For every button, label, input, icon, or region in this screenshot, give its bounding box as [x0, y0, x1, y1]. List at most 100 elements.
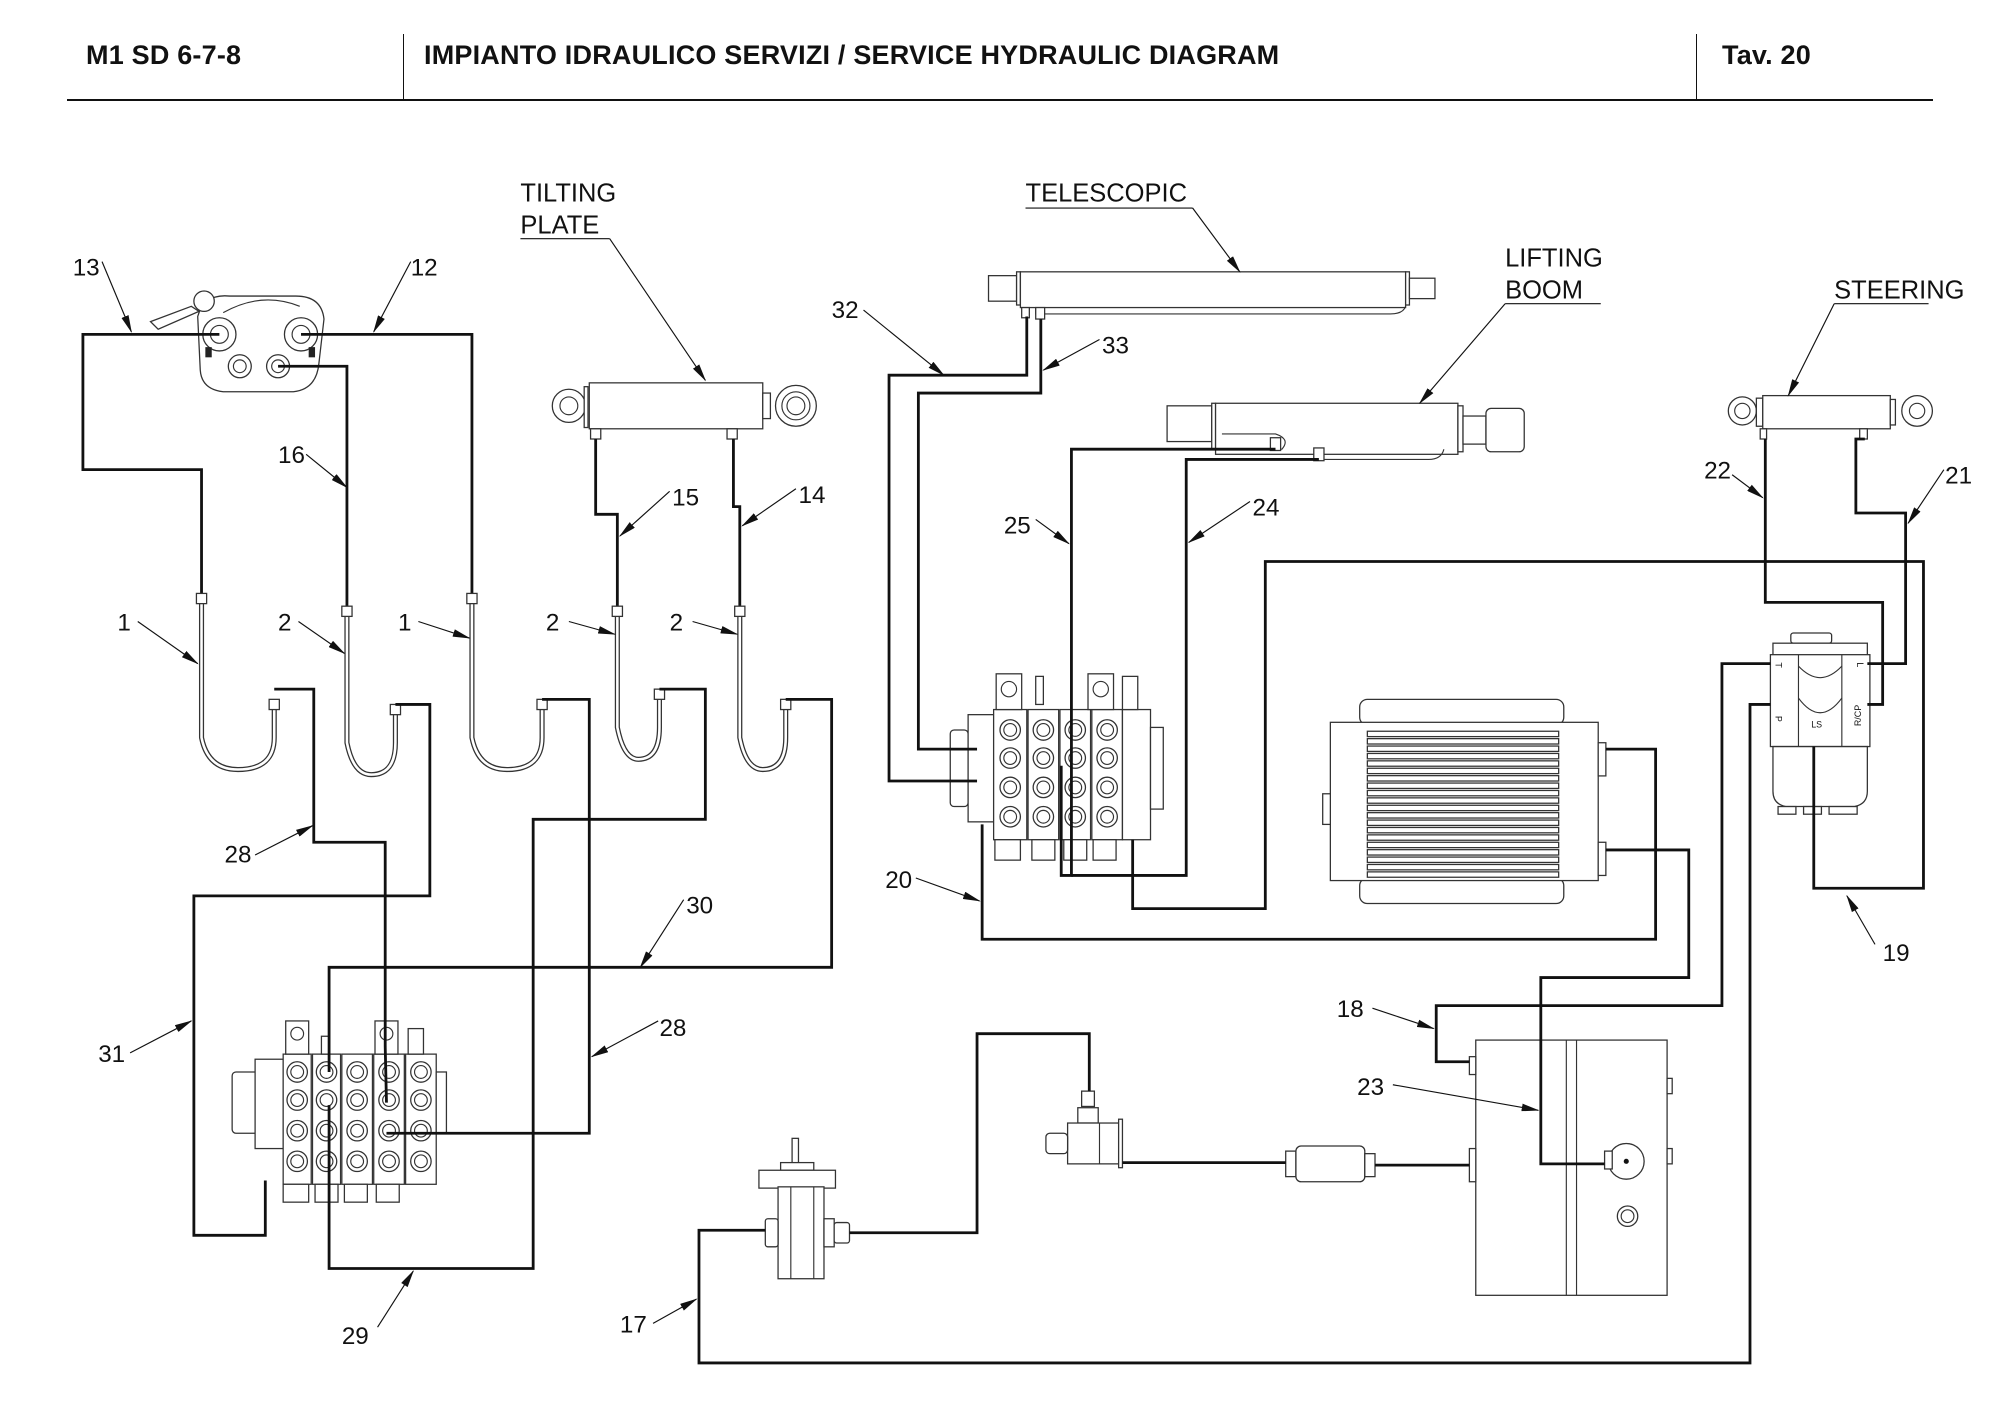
label-lifting-2: BOOM	[1505, 277, 1583, 305]
page-title: IMPIANTO IDRAULICO SERVIZI / SERVICE HYD…	[424, 40, 1280, 70]
component-labels: TILTING PLATE TELESCOPIC LIFTING BOOM ST…	[520, 180, 1965, 405]
cooler-fin	[1366, 767, 1560, 775]
leader-arrow	[298, 621, 346, 655]
leader-arrow	[639, 899, 685, 969]
valve-port	[1064, 747, 1087, 769]
leader-arrow	[568, 620, 617, 635]
valve-port	[1096, 719, 1118, 741]
valve-port	[286, 1119, 309, 1142]
valve-port	[286, 1061, 309, 1083]
valve-port	[1096, 776, 1118, 799]
hydraulic-tank	[1468, 1039, 1673, 1296]
valve-port	[378, 1089, 400, 1111]
valve-port	[378, 1119, 400, 1142]
leader-arrow	[101, 261, 132, 333]
cooler-fin	[1366, 826, 1560, 834]
callout-18: 18	[1337, 996, 1364, 1023]
hose-29	[327, 687, 707, 1270]
leader-arrow	[254, 825, 314, 856]
hose-33	[916, 319, 1043, 751]
callout-28a: 28	[224, 842, 251, 869]
callout-12: 12	[411, 255, 438, 282]
hose-32	[887, 316, 1029, 783]
leader-arrow	[1042, 338, 1100, 371]
valve-port	[315, 1150, 338, 1173]
callout-21: 21	[1945, 463, 1972, 490]
callout-13: 13	[73, 255, 100, 282]
callout-32: 32	[832, 297, 859, 324]
callout-2b: 2	[546, 609, 559, 636]
leader-arrow	[618, 490, 671, 537]
valve-port	[346, 1061, 368, 1083]
lifting-boom-cylinder	[1166, 402, 1525, 462]
steering-cylinder	[1727, 394, 1934, 440]
callout-24: 24	[1253, 495, 1280, 522]
leader-arrow	[418, 620, 471, 639]
valve-port	[410, 1061, 432, 1083]
leader-arrow	[741, 488, 797, 527]
rigid-tube	[198, 593, 277, 773]
valve-port	[1032, 747, 1055, 769]
callout-19: 19	[1883, 940, 1910, 967]
cooler-fin	[1366, 834, 1560, 841]
header-divider-left	[403, 34, 404, 100]
hose-14	[732, 439, 742, 607]
hose-22	[1763, 439, 1885, 706]
valve-port	[378, 1150, 400, 1173]
port-label-l: L	[1855, 662, 1865, 667]
hose-24	[1071, 458, 1319, 877]
cooler-fin	[1366, 863, 1560, 871]
header-underline	[67, 99, 1933, 101]
hose-steer-t	[1434, 662, 1771, 1064]
hose-28b	[386, 697, 591, 1135]
rigid-tube	[737, 606, 789, 773]
hose-28a	[274, 687, 388, 1103]
leader-arrow	[1907, 469, 1945, 525]
hose-cooler-out	[1539, 848, 1691, 1166]
leader-arrow	[863, 309, 945, 376]
callout-16: 16	[278, 442, 305, 469]
hose-13	[81, 332, 220, 594]
telescopic-cylinder	[987, 271, 1436, 320]
hose-19-loop	[1131, 560, 1925, 911]
valve-port	[1096, 747, 1118, 769]
table-number: Tav. 20	[1722, 40, 1811, 70]
leader-arrow	[1846, 894, 1876, 945]
label-tilting-1: TILTING	[520, 180, 616, 208]
callout-31: 31	[98, 1041, 125, 1068]
callout-23: 23	[1357, 1074, 1384, 1101]
cooler-fin	[1366, 745, 1560, 753]
valve-port	[999, 747, 1022, 769]
header-divider-right	[1696, 34, 1697, 100]
valve-port	[346, 1150, 368, 1173]
valve-port	[286, 1089, 309, 1111]
hose-15	[594, 439, 619, 607]
valve-port	[315, 1089, 338, 1111]
callout-17: 17	[620, 1311, 647, 1338]
port-label-ls: LS	[1811, 719, 1822, 729]
valve-port	[410, 1119, 432, 1142]
hose-30	[327, 697, 834, 1072]
leader-arrow	[129, 1020, 193, 1054]
hose-20	[980, 747, 1658, 941]
cooler-fin	[1366, 797, 1560, 804]
cooler-fin	[1366, 760, 1560, 767]
callout-14: 14	[798, 482, 825, 509]
valve-port	[378, 1061, 400, 1083]
rigid-tube	[344, 606, 398, 778]
valve-port	[999, 719, 1022, 741]
valve-port	[315, 1119, 338, 1142]
hose-pump-suction	[849, 1032, 1091, 1235]
cooler-fin	[1366, 856, 1560, 864]
valve-port	[999, 805, 1022, 828]
leader-arrow	[915, 877, 981, 902]
cooler-fin	[1366, 804, 1560, 812]
valve-port	[1032, 719, 1055, 741]
leader-arrow	[377, 1269, 414, 1328]
callout-20: 20	[885, 867, 912, 894]
valve-port	[346, 1119, 368, 1142]
valve-port	[346, 1089, 368, 1111]
callout-1b: 1	[398, 609, 411, 636]
label-tilting-2: PLATE	[520, 212, 599, 240]
